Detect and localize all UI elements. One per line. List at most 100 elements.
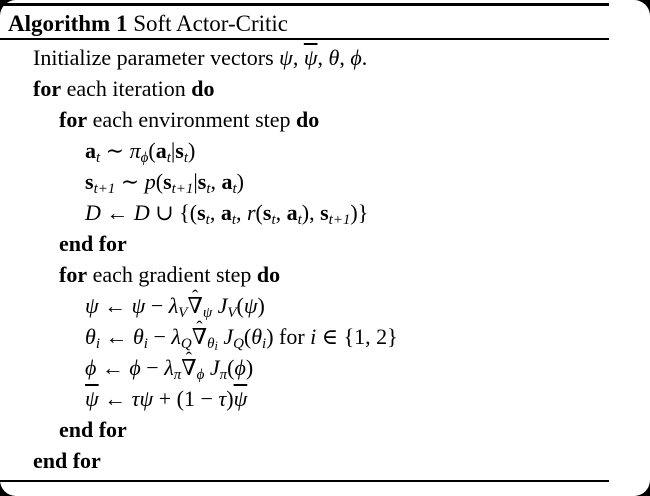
math-token: s	[197, 200, 206, 225]
math-token: t	[297, 212, 302, 229]
math-token: ψ	[243, 293, 258, 318]
math-token: ψ	[85, 293, 99, 318]
math-token: for	[33, 76, 62, 101]
math-token: t	[232, 181, 237, 198]
math-token: s	[175, 138, 184, 163]
text-token: ,	[317, 45, 329, 70]
math-token: ϕ	[350, 45, 362, 70]
math-token: t	[206, 181, 211, 198]
math-token: Q	[233, 336, 244, 353]
algorithm-line: end for	[0, 228, 650, 259]
math-token: π	[219, 367, 228, 384]
math-token: π	[173, 367, 182, 384]
algorithm-line: st+1 ∼ p(st+1|st, at)	[0, 166, 650, 197]
algorithm-title: Algorithm 1 Soft Actor-Critic	[8, 8, 288, 39]
text-token: (	[236, 293, 244, 318]
algorithm-line: at ∼ πϕ(at|st)	[0, 135, 650, 166]
math-token: t+1	[171, 181, 194, 198]
math-token: t+1	[93, 181, 116, 198]
math-token: a	[221, 169, 233, 194]
text-token: ),	[301, 200, 321, 225]
math-token: t	[166, 150, 171, 167]
math-token: end for	[33, 448, 101, 473]
math-token: s	[320, 200, 329, 225]
math-token: a	[286, 200, 298, 225]
text-token: |	[170, 138, 176, 163]
algorithm-line: for each iteration do	[0, 73, 650, 104]
top-rule	[0, 3, 609, 6]
text-token: ,	[339, 45, 351, 70]
math-token: θ	[207, 336, 215, 353]
math-token: λ	[164, 355, 174, 380]
math-token: D	[85, 200, 101, 225]
text-token: ←	[99, 324, 133, 349]
math-token: s	[85, 169, 94, 194]
algorithm-line: θi ← θi − λQ∇θi JQ(θi) for i ∈ {1, 2}	[0, 321, 650, 354]
math-token: i	[95, 336, 100, 353]
algorithm-line: ψ ← ψ − λV∇ψ JV(ψ)	[0, 290, 650, 321]
text-token: (	[243, 324, 252, 349]
text-token: ,	[235, 200, 247, 225]
algorithm-line: ϕ ← ϕ − λπ∇ϕ Jπ(ϕ)	[0, 352, 650, 383]
math-token: ϕ	[234, 355, 246, 380]
math-token: ψ	[85, 386, 99, 411]
math-token: t	[271, 212, 276, 229]
text-token: ,	[292, 45, 304, 70]
math-token: λ	[168, 293, 179, 318]
algorithm-number: Algorithm 1	[8, 11, 128, 36]
math-token: θ	[132, 324, 144, 349]
text-token: ←	[98, 293, 132, 318]
math-token: i	[214, 339, 218, 354]
math-token: a	[85, 138, 96, 163]
math-token: J	[217, 293, 228, 318]
math-token: s	[262, 200, 272, 225]
math-token: ψ	[202, 305, 213, 322]
math-token: ϕ	[196, 367, 205, 384]
text-token: ←	[100, 200, 134, 225]
text-token: ←	[96, 355, 130, 380]
algorithm-line: Initialize parameter vectors ψ, ψ, θ, ϕ.	[0, 42, 650, 73]
text-token: ∈	[316, 324, 344, 349]
bottom-rule	[0, 480, 609, 482]
text-token: )	[226, 386, 234, 411]
math-token: s	[197, 169, 207, 194]
algorithm-line: for each gradient step do	[0, 259, 650, 290]
text-token: ,	[210, 169, 222, 194]
math-token: t+1	[328, 212, 351, 229]
math-token: D	[133, 200, 150, 225]
math-token: ϕ	[140, 150, 149, 167]
text-token: (	[255, 200, 263, 225]
text-token: {(	[179, 200, 198, 225]
math-token: t	[183, 150, 188, 167]
text-token: −	[140, 355, 165, 380]
math-token: do	[296, 107, 320, 132]
math-token: a	[155, 138, 167, 163]
text-token: |	[193, 169, 198, 194]
math-token: θ	[85, 324, 96, 349]
math-token: r	[246, 200, 256, 225]
math-token: for	[59, 107, 88, 132]
text-token: )}	[350, 200, 369, 225]
math-token: V	[178, 305, 188, 322]
math-token: do	[191, 76, 215, 101]
math-token: ψ	[303, 45, 318, 70]
math-token: i	[143, 336, 148, 353]
text-token: )	[257, 293, 265, 318]
text-token: )	[187, 138, 196, 163]
text-token: (	[227, 355, 235, 380]
math-token: τ	[131, 386, 140, 411]
math-token: π	[129, 138, 141, 163]
algorithm-line: ψ ← τψ + (1 − τ)ψ	[0, 383, 650, 414]
math-token: ϕ	[129, 355, 141, 380]
text-token: ∼	[100, 138, 130, 163]
math-token: end for	[59, 231, 127, 256]
math-token: ψ	[279, 45, 293, 70]
text-token: −	[145, 293, 169, 318]
text-token: ,	[275, 200, 287, 225]
math-token: τ	[218, 386, 227, 411]
algorithm-body: Initialize parameter vectors ψ, ψ, θ, ϕ.…	[0, 42, 650, 476]
math-token: ∇	[187, 290, 202, 321]
math-token: λ	[171, 324, 181, 349]
math-token: i	[262, 336, 267, 353]
algorithm-name: Soft Actor-Critic	[127, 11, 288, 36]
